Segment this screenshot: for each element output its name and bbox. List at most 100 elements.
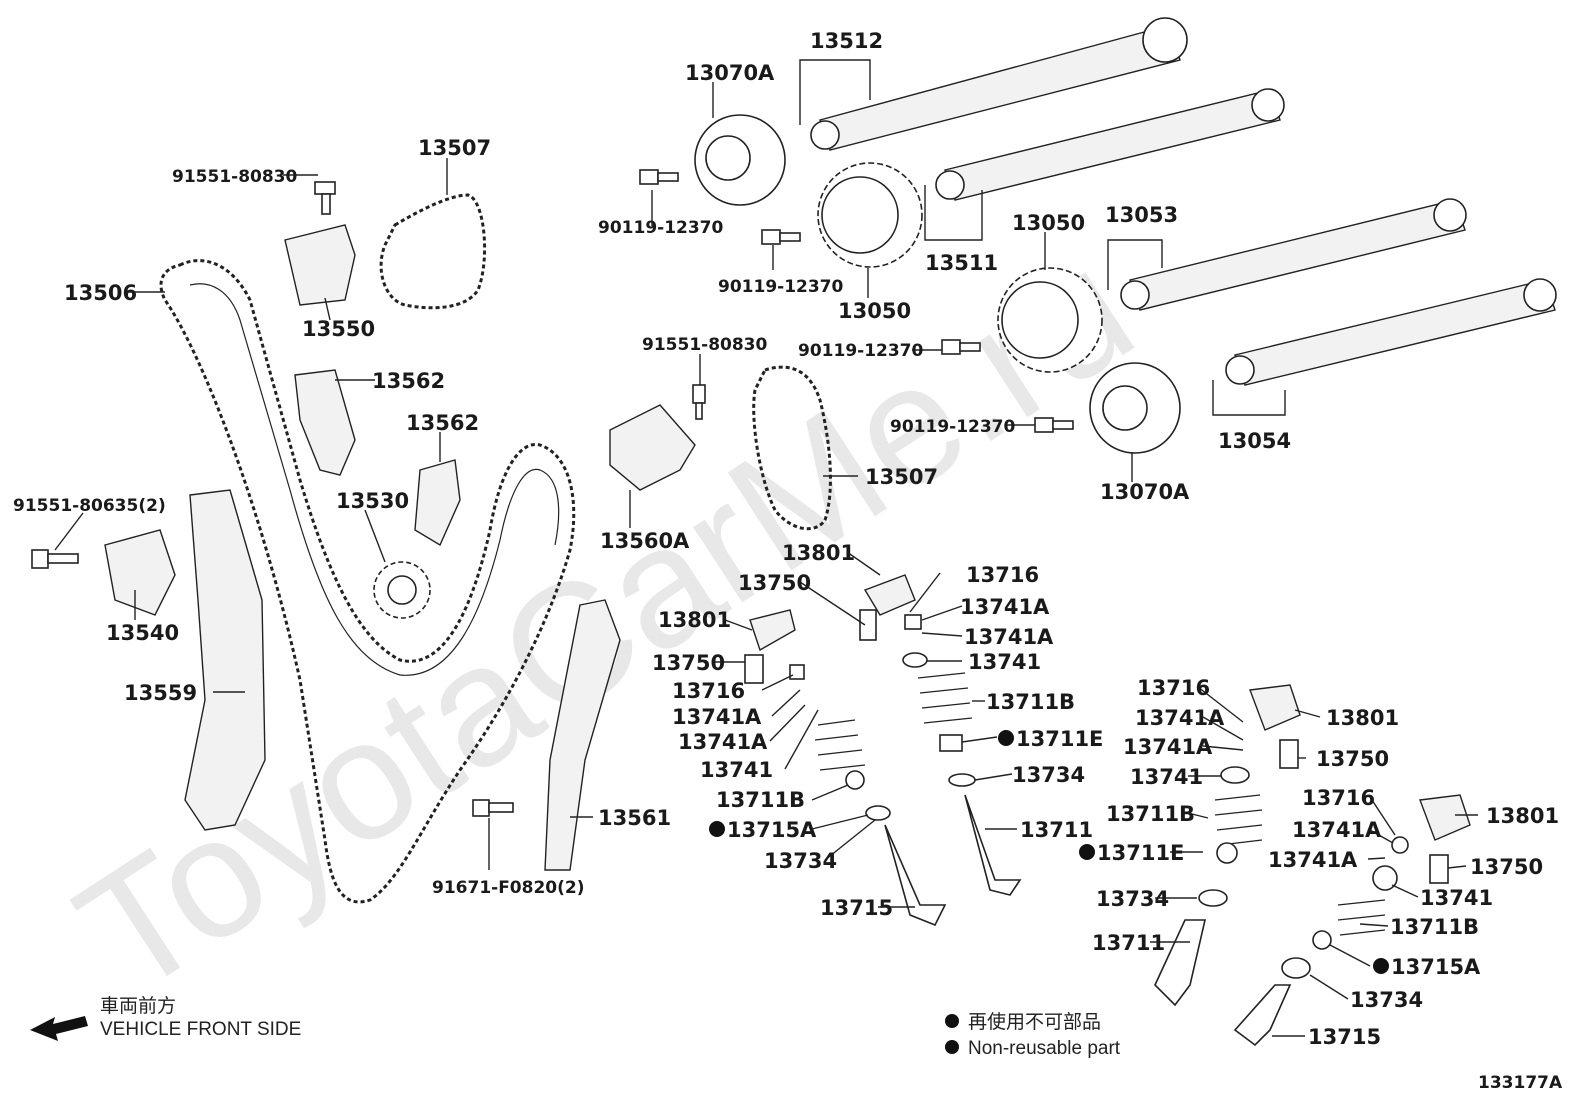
- label-13561: 13561: [598, 806, 671, 830]
- vvt-gear-lower: [1089, 362, 1181, 454]
- label-13711B-d: 13711B: [1390, 915, 1479, 939]
- label-91551-80830-b: 91551-80830: [642, 335, 768, 355]
- vvt-gear-upper: [694, 114, 786, 206]
- label-13715-b: 13715: [1308, 1025, 1381, 1049]
- label-13741-c: 13741: [1130, 765, 1203, 789]
- camshaft-2: [935, 88, 1285, 201]
- valve-train-left: [744, 609, 947, 927]
- bolt-91551-80635: [31, 549, 79, 569]
- label-13715-a: 13715: [820, 896, 893, 920]
- label-13054: 13054: [1218, 429, 1291, 453]
- label-91551-80830-a: 91551-80830: [172, 167, 298, 187]
- label-90119-12370-d: 90119-12370: [890, 417, 1016, 437]
- label-13741A-e: 13741A: [1135, 706, 1225, 730]
- cam-sprocket-upper: [817, 162, 923, 268]
- valve-train-middle: [859, 574, 1022, 896]
- tensioner-13540: [104, 529, 176, 616]
- bolt-90119-12370-b: [761, 229, 801, 245]
- label-13507-lower: 13507: [865, 465, 938, 489]
- label-13750-c: 13750: [1316, 747, 1389, 771]
- label-13801-c: 13801: [1326, 706, 1399, 730]
- label-13734-b: 13734: [764, 849, 837, 873]
- label-90119-12370-c: 90119-12370: [798, 341, 924, 361]
- legend-label-en: Non-reusable part: [968, 1038, 1121, 1059]
- label-13053: 13053: [1105, 203, 1178, 227]
- label-13711B-c: 13711B: [1106, 802, 1195, 826]
- label-13530: 13530: [336, 489, 409, 513]
- camshaft-3: [1120, 198, 1467, 311]
- label-13750-d: 13750: [1470, 855, 1543, 879]
- label-13559: 13559: [124, 681, 197, 705]
- label-13050-upper: 13050: [838, 299, 911, 323]
- label-13550: 13550: [302, 317, 375, 341]
- label-13741A-a: 13741A: [960, 595, 1050, 619]
- front-label-en: VEHICLE FRONT SIDE: [100, 1019, 301, 1040]
- label-13741-a: 13741: [968, 650, 1041, 674]
- label-13741-d: 13741: [1420, 886, 1493, 910]
- label-13512: 13512: [810, 29, 883, 53]
- legend-label-ja: 再使用不可部品: [968, 1011, 1101, 1033]
- bolt-90119-12370-a: [639, 169, 679, 185]
- label-90119-12370-b: 90119-12370: [718, 277, 844, 297]
- bolt-90119-12370-c: [941, 339, 981, 355]
- diagram-code: 133177A: [1478, 1073, 1563, 1093]
- part-labels: 13512 13070A 13507 91551-80830 90119-123…: [13, 29, 1559, 1049]
- label-13801-d: 13801: [1486, 804, 1559, 828]
- camshaft-4: [1225, 278, 1557, 386]
- non-reusable-marker-c: [1079, 844, 1095, 860]
- label-13560A: 13560A: [600, 529, 690, 553]
- guide-13562-a: [294, 369, 356, 476]
- label-13750-b: 13750: [652, 651, 725, 675]
- leader-lines: [54, 59, 1478, 1037]
- label-13711-a: 13711: [1020, 818, 1093, 842]
- non-reusable-marker-b: [709, 821, 725, 837]
- label-13562-b: 13562: [406, 411, 479, 435]
- label-13540: 13540: [106, 621, 179, 645]
- label-13715A-b: 13715A: [1391, 955, 1481, 979]
- label-13711B-a: 13711B: [986, 690, 1075, 714]
- primary-timing-chain: [159, 259, 576, 904]
- label-91551-80635: 91551-80635(2): [13, 496, 166, 516]
- label-13741A-h: 13741A: [1268, 848, 1358, 872]
- label-13741A-f: 13741A: [1123, 735, 1213, 759]
- valve-train-far-right: [1233, 794, 1471, 1047]
- bolt-91551-80830-a: [314, 181, 336, 215]
- legend: 再使用不可部品 Non-reusable part: [945, 1011, 1121, 1059]
- label-13741A-g: 13741A: [1292, 818, 1382, 842]
- label-13562-a: 13562: [372, 369, 445, 393]
- label-13711-b: 13711: [1092, 931, 1165, 955]
- label-13715A-a: 13715A: [727, 818, 817, 842]
- secondary-chain-right: [752, 365, 832, 531]
- secondary-chain-left: [379, 193, 487, 310]
- non-reusable-marker-d: [1373, 958, 1389, 974]
- label-13741A-d: 13741A: [678, 730, 768, 754]
- label-13507-upper: 13507: [418, 136, 491, 160]
- bolt-91671-F0820: [472, 799, 514, 817]
- crank-sprocket: [373, 561, 431, 619]
- label-13506: 13506: [64, 281, 137, 305]
- label-13070A-upper: 13070A: [685, 61, 775, 85]
- non-reusable-icon: [945, 1014, 959, 1028]
- camshaft-1: [810, 17, 1188, 151]
- non-reusable-icon-2: [945, 1040, 959, 1054]
- label-13711B-b: 13711B: [716, 788, 805, 812]
- guide-13562-b: [414, 459, 461, 547]
- label-13050-lower: 13050: [1012, 211, 1085, 235]
- label-13511: 13511: [925, 251, 998, 275]
- label-13734-c: 13734: [1096, 887, 1169, 911]
- label-91671-F0820: 91671-F0820(2): [432, 878, 585, 898]
- label-13711E-a: 13711E: [1016, 727, 1103, 751]
- label-13741A-b: 13741A: [964, 625, 1054, 649]
- tensioner-13550: [284, 224, 356, 306]
- tensioner-arm-13559: [184, 489, 266, 831]
- label-13801-a: 13801: [782, 541, 855, 565]
- tensioner-13560A: [609, 404, 696, 491]
- label-13711E-b: 13711E: [1097, 841, 1184, 865]
- label-13716-b: 13716: [672, 679, 745, 703]
- label-13741-b: 13741: [700, 758, 773, 782]
- label-13070A-lower: 13070A: [1100, 480, 1190, 504]
- label-13716-c: 13716: [1137, 676, 1210, 700]
- front-arrow-icon: [30, 1016, 88, 1041]
- cam-sprocket-lower: [997, 267, 1103, 373]
- label-90119-12370-a: 90119-12370: [598, 218, 724, 238]
